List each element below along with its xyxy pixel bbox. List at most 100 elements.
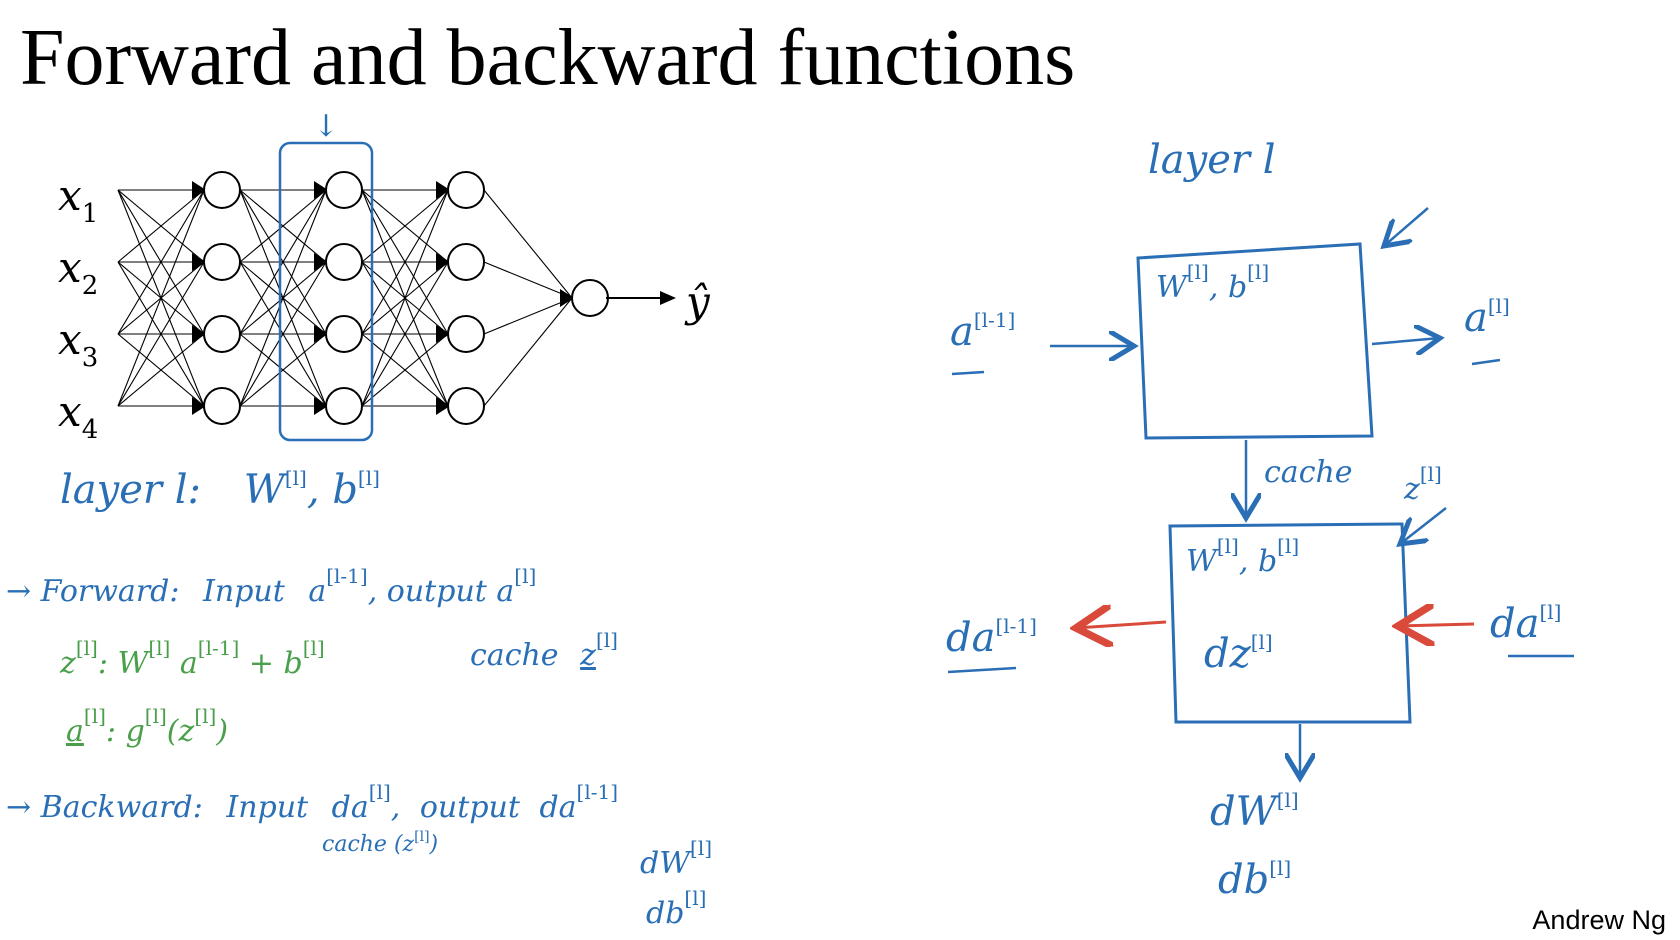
backward-cache: cache (z[l]) (322, 829, 439, 857)
node-l1-2 (203, 243, 241, 281)
layer-w-sup: [l] (284, 466, 307, 490)
layer-selection-box (278, 141, 374, 442)
layer-w: W (243, 467, 285, 513)
node-input-wedge (192, 181, 206, 199)
block-output-a: a[l] (1464, 294, 1510, 341)
eq-z-lhs: z (60, 646, 76, 681)
output-arrow-head (660, 291, 676, 305)
selection-arrow: ↓ (313, 109, 338, 144)
input-label-x3: x3 (58, 315, 98, 373)
slide-title: Forward and backward functions (20, 14, 1076, 102)
notes-layer-line: layer l: W[l], b[l] (60, 468, 380, 510)
edge (239, 189, 327, 407)
block-cache-label: cache (1264, 455, 1353, 490)
block-grad-db: db[l] (1218, 856, 1292, 903)
edge (239, 189, 327, 263)
edge (483, 297, 573, 335)
node-l3-4 (447, 387, 485, 425)
node-l3-3 (447, 315, 485, 353)
node-l2-2 (325, 243, 363, 281)
block-backward-out-da: da[l-1] (946, 614, 1037, 661)
eq-a-g: g (125, 714, 145, 749)
edge (239, 189, 327, 335)
forward-cache-word: cache (470, 638, 559, 673)
node-output (571, 279, 609, 317)
node-input-wedge (436, 181, 450, 199)
edge (239, 261, 327, 407)
edge (361, 261, 449, 407)
node-input-wedge (314, 181, 328, 199)
underline-a-in (951, 370, 985, 376)
block-input-a: a[l-1] (950, 308, 1016, 355)
node-input-wedge (436, 397, 450, 415)
layer-b-sup: [l] (357, 466, 380, 490)
network-edges (117, 189, 573, 407)
node-l3-2 (447, 243, 485, 281)
input-label-x4: x4 (58, 387, 98, 445)
backward-output-arrow (1076, 622, 1167, 628)
node-input-wedge (192, 253, 206, 271)
block-layer-title: layer l (1148, 137, 1276, 183)
edge (117, 189, 205, 263)
backward-input: Input (226, 790, 309, 825)
forward-box-params: W[l], b[l] (1156, 260, 1270, 305)
forward-cache: cache z[l] (470, 628, 618, 673)
notes-forward-line: → Forward: Input a[l-1], output a[l] (6, 566, 536, 607)
node-input-wedge (436, 253, 450, 271)
edge (361, 189, 449, 263)
layer-b: b (332, 467, 358, 513)
layer-label: layer l: (60, 467, 202, 513)
node-l1-3 (203, 315, 241, 353)
eq-z-w: W (117, 646, 149, 681)
forward-label: → Forward: (6, 574, 180, 609)
node-input-wedge (436, 325, 450, 343)
edge (117, 189, 205, 335)
input-label-x1: x1 (58, 171, 98, 229)
eq-a-lhs: a (66, 714, 84, 749)
node-input-wedge (314, 253, 328, 271)
node-l3-1 (447, 171, 485, 209)
eq-a: a[l]: g[l](z[l]) (66, 704, 229, 749)
network-nodes (192, 171, 609, 425)
input-label-x2: x2 (58, 243, 98, 301)
forward-cache-z: z (580, 638, 596, 673)
node-input-wedge (314, 397, 328, 415)
edge (117, 189, 205, 407)
backward-label: → Backward: (6, 790, 203, 825)
edge (239, 333, 327, 407)
forward-output-arrow (1371, 338, 1440, 344)
backward-da-in: da (331, 790, 369, 825)
forward-a-in: a (308, 574, 327, 609)
edge (483, 189, 573, 299)
node-input-wedge (192, 325, 206, 343)
layer-comma: , (306, 467, 320, 513)
backward-output: output (419, 790, 520, 825)
edge (361, 189, 449, 407)
block-cache-z: z[l] (1404, 462, 1442, 507)
node-input-wedge (192, 397, 206, 415)
backward-box-params: W[l], b[l] (1186, 534, 1300, 579)
edge (361, 189, 449, 335)
edge (483, 261, 573, 299)
edge (117, 261, 205, 407)
underline-a-out (1471, 358, 1501, 366)
forward-comma: , (367, 574, 378, 609)
forward-output: output (386, 574, 487, 609)
neural-network-diagram: ↓ ŷ x1 x2 x3 x4 (58, 109, 711, 445)
input-labels: x1 x2 x3 x4 (58, 171, 98, 445)
backward-dw: dW[l] (640, 836, 713, 881)
backward-db: db[l] (646, 886, 707, 931)
node-l2-4 (325, 387, 363, 425)
block-backward-in-da: da[l] (1490, 600, 1562, 647)
backward-input-arrow (1398, 624, 1475, 626)
node-l1-4 (203, 387, 241, 425)
forward-a-out-sup: [l] (514, 564, 537, 588)
eq-z: z[l]: W[l] a[l-1] + b[l] (60, 636, 325, 681)
forward-param-arrow (1384, 207, 1429, 246)
output-label-yhat: ŷ (684, 277, 711, 326)
underline-da-out (947, 666, 1017, 674)
edge (117, 333, 205, 407)
node-l2-1 (325, 171, 363, 209)
node-input-wedge (560, 289, 574, 307)
backward-box-dz: dz[l] (1204, 630, 1273, 677)
